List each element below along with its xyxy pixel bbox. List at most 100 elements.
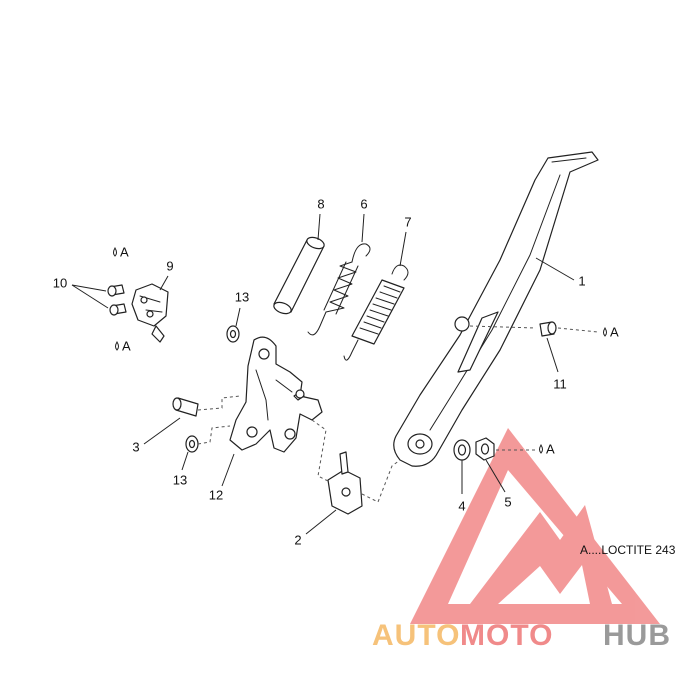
screw-10-upper-head [107,285,117,297]
nut-5-hole [480,443,490,455]
spring-6-coil-outline [323,261,359,315]
block-2-tab [339,451,349,475]
leader-6 [361,213,365,243]
watermark-m-shape [470,505,612,604]
callout-1: 1 [578,273,585,288]
side-stand-inner-line [429,174,561,431]
switch-part-9 [131,283,169,343]
bracket-part-12 [229,336,323,453]
leader-9 [159,275,169,291]
dash-2-to-bracket [311,419,331,483]
pin-3-head [172,397,182,411]
callout-3: 3 [132,439,139,454]
drop-icon [113,247,117,257]
switch-9-body [131,283,169,327]
leader-12 [221,453,235,487]
adhesive-marker-5: A [539,441,555,456]
callout-8: 8 [317,196,324,211]
side-stand-foot-edge [551,157,587,163]
bolt-11-head [547,321,557,335]
loctite-legend: A....LOCTITE 243 [580,543,676,557]
pin-part-3 [172,397,199,417]
watermark-moto: MOTO [460,619,553,652]
washer-part-13-bottom [185,435,199,453]
bolt-part-11 [539,321,557,337]
side-stand-spring-pin [454,316,470,332]
spring-7-top-hook [391,264,409,281]
dash-13-to-bracket [197,425,231,445]
adhesive-label-5: A [546,441,555,456]
block-2-hole [341,487,351,497]
leader-7 [399,231,407,267]
drop-icon [115,341,119,351]
adhesive-marker-10-top: A [113,244,129,259]
callout-11: 11 [553,376,567,391]
screws-part-10 [107,284,127,316]
washer-4-inner [457,444,467,456]
switch-9-hole-a [140,296,148,304]
washer-part-4 [453,439,471,461]
leader-5 [485,459,506,493]
bracket-12-mid-hole [246,426,258,438]
spring-6-top-hook [351,243,371,263]
leader-11 [546,337,559,373]
dash-2-to-stand [361,459,401,503]
washer-13-bottom-inner [188,439,196,449]
callout-12: 12 [209,487,223,502]
watermark-hub: HUB [603,619,671,652]
spacer-tube-part-8 [273,236,325,315]
bracket-12-body [229,336,323,453]
callout-9: 9 [166,258,173,273]
tube-8-body [273,239,325,313]
leader-13-bottom [181,451,189,471]
spring-7-coils [359,285,401,335]
screw-10-lower-head [109,304,119,316]
watermark-auto: AUTO [372,619,460,652]
adhesive-label-11: A [610,324,619,339]
callout-5: 5 [504,494,511,509]
callout-6: 6 [360,196,367,211]
adhesive-marker-10-bottom: A [115,338,131,353]
callout-2: 2 [294,532,301,547]
nut-part-5 [475,437,495,461]
dash-11-to-stand [469,325,537,329]
callout-7: 7 [404,214,411,229]
spring-part-6 [307,243,371,336]
leader-10-lower [71,284,109,309]
tube-8-bottom-end [273,301,292,315]
leader-1 [535,257,575,281]
side-stand-part-1 [393,151,599,467]
callout-4: 4 [458,498,465,513]
bracket-12-side-hole [284,428,296,440]
bracket-12-stud-knob [295,389,305,399]
drop-icon [539,444,543,454]
side-stand-body [393,151,599,467]
spring-6-coils [325,261,357,313]
adhesive-label-10-top: A [120,244,129,259]
adhesive-marker-11: A [603,324,619,339]
spring-7-bottom-hook [343,339,359,361]
watermark-text: AUTO MOTO HUB [372,619,671,652]
bracket-12-ridge [255,369,293,421]
dash-11-to-a [557,327,599,333]
spring-6-bottom-hook [307,311,327,336]
bracket-12-top-hole [258,348,270,360]
spring-part-7 [343,264,409,361]
watermark-logo [410,428,660,624]
switch-9-plunger [151,325,165,343]
leader-2 [305,509,337,535]
side-stand-pivot-hole [415,439,425,449]
tube-8-top-end [306,236,325,250]
leader-3 [143,417,181,445]
callout-13-bottom: 13 [173,472,187,487]
leader-8 [317,213,321,241]
callout-10: 10 [53,275,67,290]
leader-10-upper [71,284,107,292]
leader-13-top [235,307,241,327]
dash-3-to-bracket [197,395,241,411]
callout-13-top: 13 [235,289,249,304]
adhesive-label-10-bottom: A [122,338,131,353]
drop-icon [603,327,607,337]
anchor-block-part-2 [327,451,363,515]
